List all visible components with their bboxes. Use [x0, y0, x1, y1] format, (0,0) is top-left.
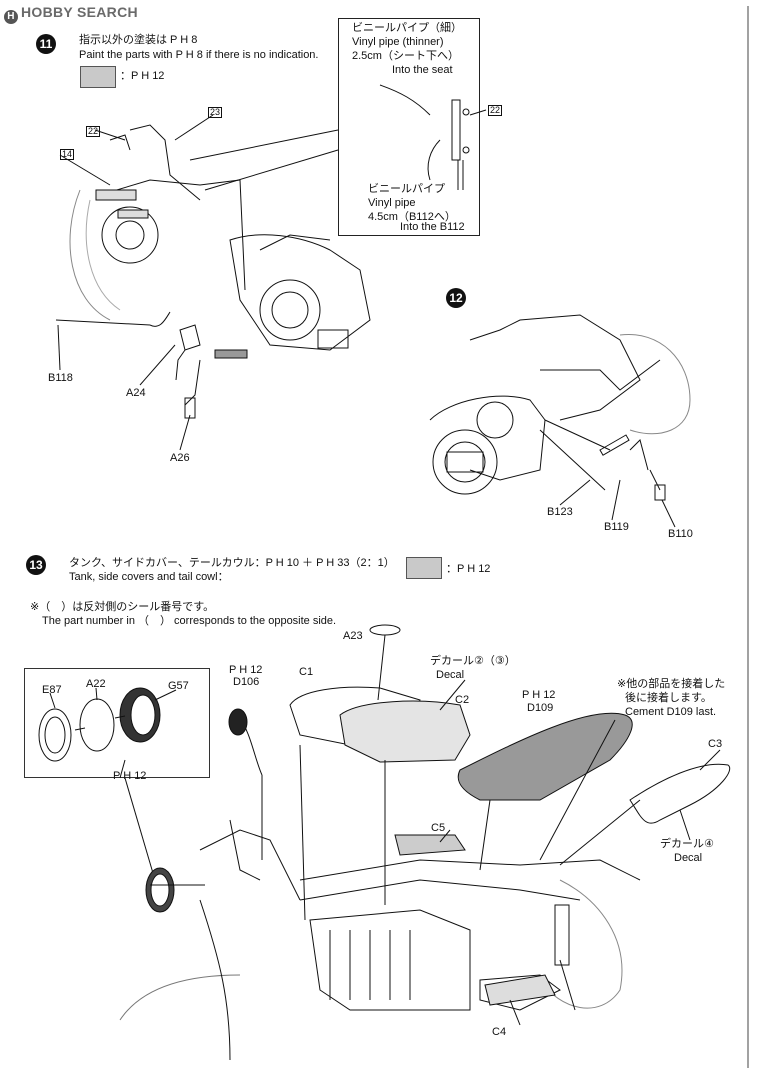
swatch-code-step11: ：P H 12: [120, 70, 165, 82]
cement-note-en: Cement D109 last.: [625, 706, 717, 718]
part-label-e87: E87: [42, 684, 62, 696]
part-label-b118: B118: [48, 372, 73, 384]
paint-ph12-mirror: P H 12: [229, 664, 263, 676]
part-label-d106: D106: [233, 676, 260, 688]
pipe-length: 4.5cm（B112へ）: [368, 211, 456, 223]
part-label-b119: B119: [604, 521, 629, 533]
color-swatch-step13: [406, 557, 442, 579]
step13-instruction-en: Tank, side covers and tail cowl：: [69, 571, 229, 583]
step-number-12: 12: [446, 288, 466, 308]
decal-right-jp: デカール④: [660, 838, 714, 850]
step11-drawing: [55, 114, 371, 451]
part-label-23: 23: [208, 107, 223, 118]
step12-drawing: [429, 314, 691, 528]
part-label-g57: G57: [168, 680, 189, 692]
cement-note-jp-2: 後に接着します。: [625, 692, 712, 704]
opposite-side-note-jp: ※（ ）は反対側のシール番号です。: [30, 601, 215, 613]
part-label-a23: A23: [343, 630, 363, 642]
headlight-exploded-drawing: [38, 687, 177, 881]
vinyl-pipe-callout: [338, 18, 480, 236]
part-label-b110: B110: [668, 528, 693, 540]
part-label-b123: B123: [547, 506, 573, 518]
decal-top-jp: デカール②（③）: [430, 655, 516, 667]
decal-top-en: Decal: [436, 669, 465, 681]
pipe-destination: Into the B112: [400, 221, 465, 233]
thin-pipe-en: Vinyl pipe (thinner): [352, 36, 444, 48]
color-swatch-step11: [80, 66, 116, 88]
part-label-a24: A24: [126, 387, 146, 399]
pipe-en: Vinyl pipe: [368, 197, 416, 209]
part-label-c2: C2: [455, 694, 470, 706]
paint-ph12-seat: P H 12: [522, 689, 556, 701]
headlight-detail-frame: [24, 668, 210, 778]
part-label-c4: C4: [492, 1026, 507, 1038]
part-label-a22: A22: [86, 678, 106, 690]
step13-motorcycle-drawing: [119, 624, 731, 1061]
part-label-a26: A26: [170, 452, 190, 464]
step-number-13: 13: [26, 555, 46, 575]
thin-pipe-length: 2.5cm（シート下へ）: [352, 50, 459, 62]
callout-drawing: [379, 84, 487, 190]
part-label-c1: C1: [299, 666, 314, 678]
hobby-search-logo-icon: H: [4, 10, 18, 24]
part-label-d109: D109: [527, 702, 554, 714]
step11-instruction-en: Paint the parts with P H 8 if there is n…: [79, 49, 319, 61]
step11-instruction-jp: 指示以外の塗装は P H 8: [79, 34, 198, 46]
cement-note-jp-1: ※他の部品を接着した: [617, 678, 726, 690]
swatch-code-step13: ：P H 12: [446, 563, 491, 575]
part-label-c3: C3: [708, 738, 723, 750]
callout-part-22: 22: [488, 105, 503, 116]
decal-right-en: Decal: [674, 852, 703, 864]
thin-pipe-jp: ビニールパイプ（細）: [352, 22, 462, 34]
thin-pipe-destination: Into the seat: [392, 64, 453, 76]
opposite-side-note-en: The part number in （ ） corresponds to th…: [42, 615, 337, 627]
step13-instruction-jp: タンク、サイドカバー、テールカウル：P H 10 ＋ P H 33（2：1）: [69, 557, 395, 569]
pipe-jp: ビニールパイプ: [368, 183, 445, 195]
part-label-c5: C5: [431, 822, 446, 834]
step-number-11: 11: [36, 34, 56, 54]
